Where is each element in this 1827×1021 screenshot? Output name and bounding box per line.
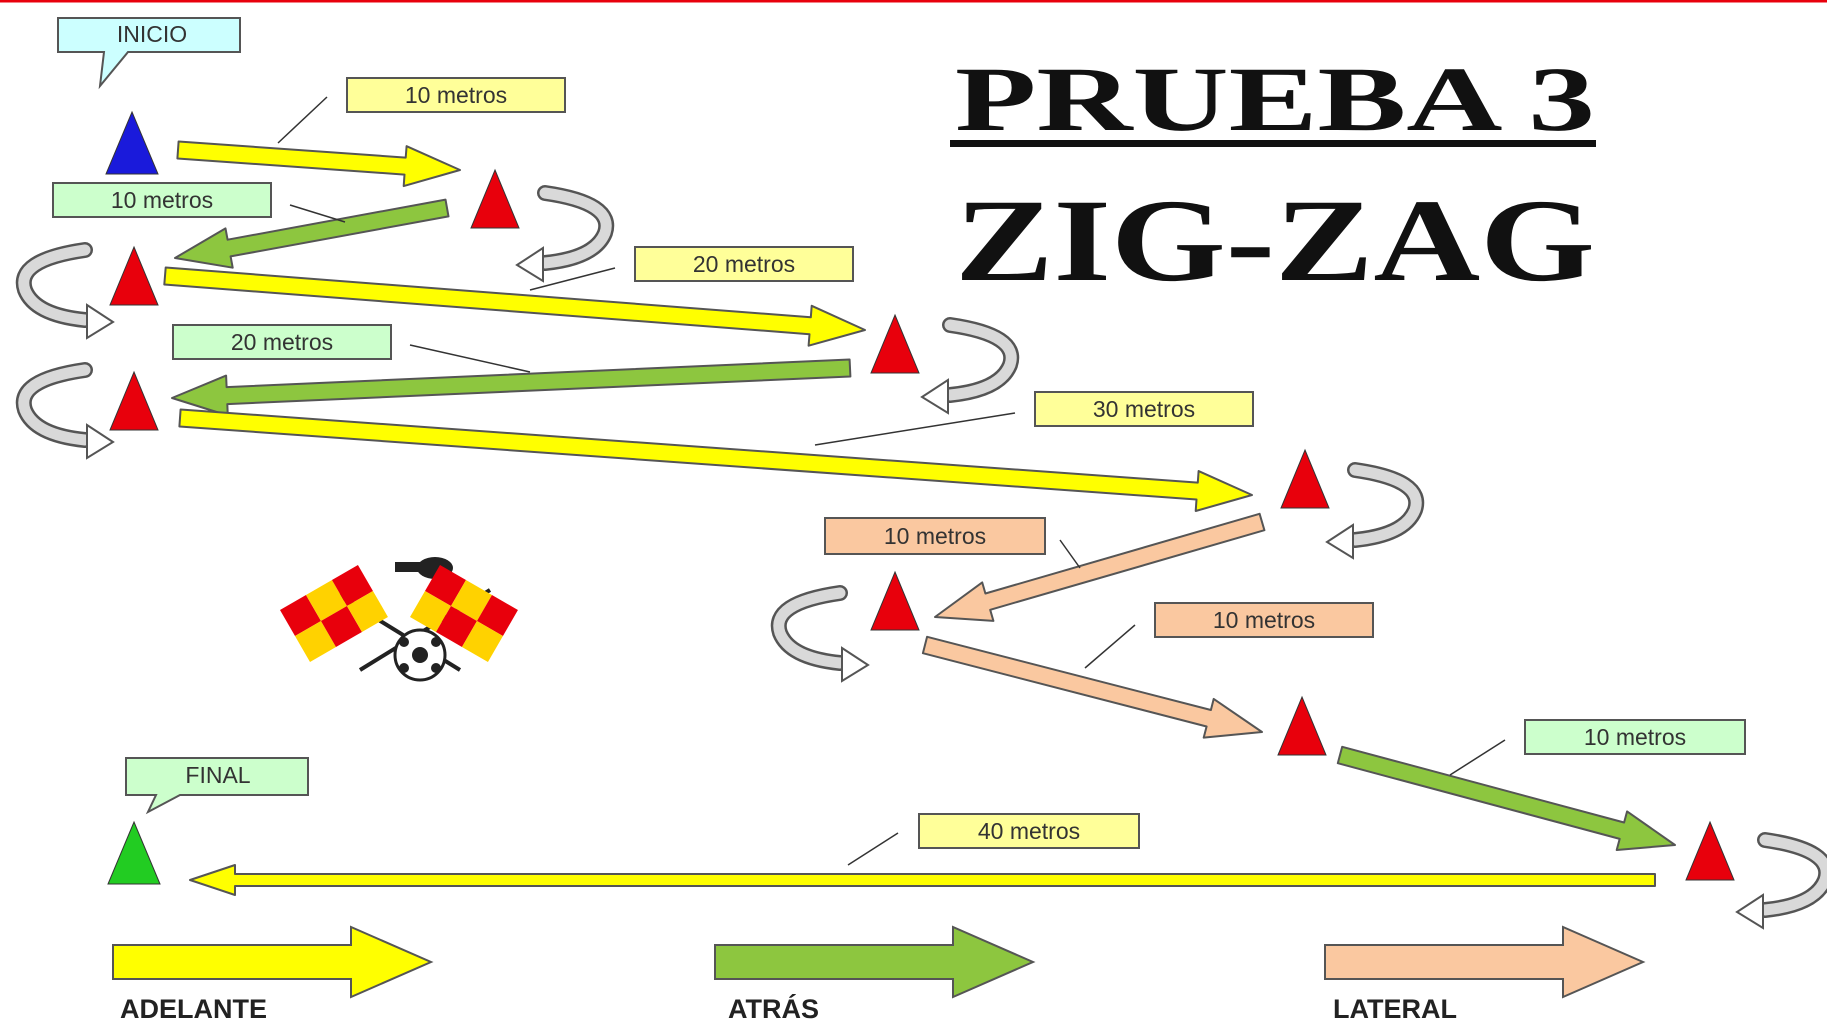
distance-label-box-2: [52, 182, 272, 218]
path-arrow-5-forward: [178, 408, 1253, 512]
path-arrow-8-backward: [1336, 745, 1676, 851]
title-block: PRUEBA 3 ZIG-ZAG: [950, 48, 1596, 306]
legend-arrow-backward: [714, 925, 1036, 999]
distance-label-5: 30 metros: [1093, 396, 1195, 422]
distance-label-2: 10 metros: [111, 187, 213, 213]
legend-label-backward: ATRÁS: [728, 993, 819, 1021]
distance-label-box-7: [1154, 602, 1374, 638]
distance-label-3: 20 metros: [693, 251, 795, 277]
distance-label-box-1: [346, 77, 566, 113]
rotation-markers: [15, 185, 1827, 930]
referee-flags-icon: [280, 557, 518, 682]
start-cone: [105, 110, 159, 175]
cone-4: [109, 370, 159, 431]
distance-label-1: 10 metros: [405, 82, 507, 108]
distance-label-box-9: [918, 813, 1140, 849]
start-callout: INICIO: [57, 17, 241, 90]
cone-7: [1277, 695, 1327, 756]
rotation-arrow-icon-1: [18, 244, 91, 326]
cone-1: [470, 168, 520, 229]
rotation-arrow-icon-4: [1349, 464, 1422, 546]
path-arrow-6-lateral: [934, 512, 1266, 622]
title-line-2: ZIG-ZAG: [955, 175, 1595, 306]
path-arrow-9-forward: [189, 864, 1656, 896]
distance-label-6: 10 metros: [884, 523, 986, 549]
distance-label-box-5: [1034, 391, 1254, 427]
legend-label-forward: ADELANTE: [120, 994, 267, 1021]
cones: [105, 110, 1735, 885]
cone-2: [109, 245, 159, 306]
label-leaders: [277, 96, 1506, 866]
distance-label-box-6: [824, 517, 1046, 555]
legend: ADELANTE ATRÁS LATERAL: [112, 925, 1646, 1021]
path-arrow-3-forward: [163, 266, 866, 347]
legend-label-lateral: LATERAL: [1333, 994, 1457, 1021]
distance-label-4: 20 metros: [231, 329, 333, 355]
distance-label-box-4: [172, 324, 392, 360]
path-arrow-1-forward: [176, 140, 461, 188]
title-line-1: PRUEBA 3: [955, 48, 1595, 150]
distance-label-7: 10 metros: [1213, 607, 1315, 633]
distance-label-box-3: [634, 246, 854, 282]
cone-5: [1280, 448, 1330, 509]
title-underline: [950, 140, 1596, 147]
rotation-arrow-icon-6: [1759, 834, 1827, 916]
rotation-arrow-icon-5: [773, 587, 846, 669]
finish-cone: [107, 820, 161, 885]
rotation-arrow-icon-0: [539, 187, 612, 269]
finish-callout: FINAL: [125, 757, 309, 815]
cone-3: [870, 313, 920, 374]
path-arrow-2-backward: [174, 198, 450, 269]
cone-6: [870, 570, 920, 631]
path-arrow-7-lateral: [921, 635, 1263, 739]
cone-8: [1685, 820, 1735, 881]
start-callout-label: INICIO: [117, 21, 187, 47]
distance-labels: 10 metros 10 metros 20 metros 20 metros 30 m…: [52, 77, 1746, 849]
distance-label-box-8: [1524, 719, 1746, 755]
path-arrow-4-backward: [171, 358, 852, 417]
distance-label-8: 10 metros: [1584, 724, 1686, 750]
legend-arrow-forward: [112, 925, 434, 999]
finish-callout-label: FINAL: [185, 762, 250, 788]
legend-arrow-lateral: [1324, 925, 1646, 999]
rotation-arrow-icon-3: [18, 364, 91, 446]
rotation-arrow-icon-2: [944, 319, 1017, 401]
distance-label-9: 40 metros: [978, 818, 1080, 844]
path-arrows: [163, 140, 1676, 896]
